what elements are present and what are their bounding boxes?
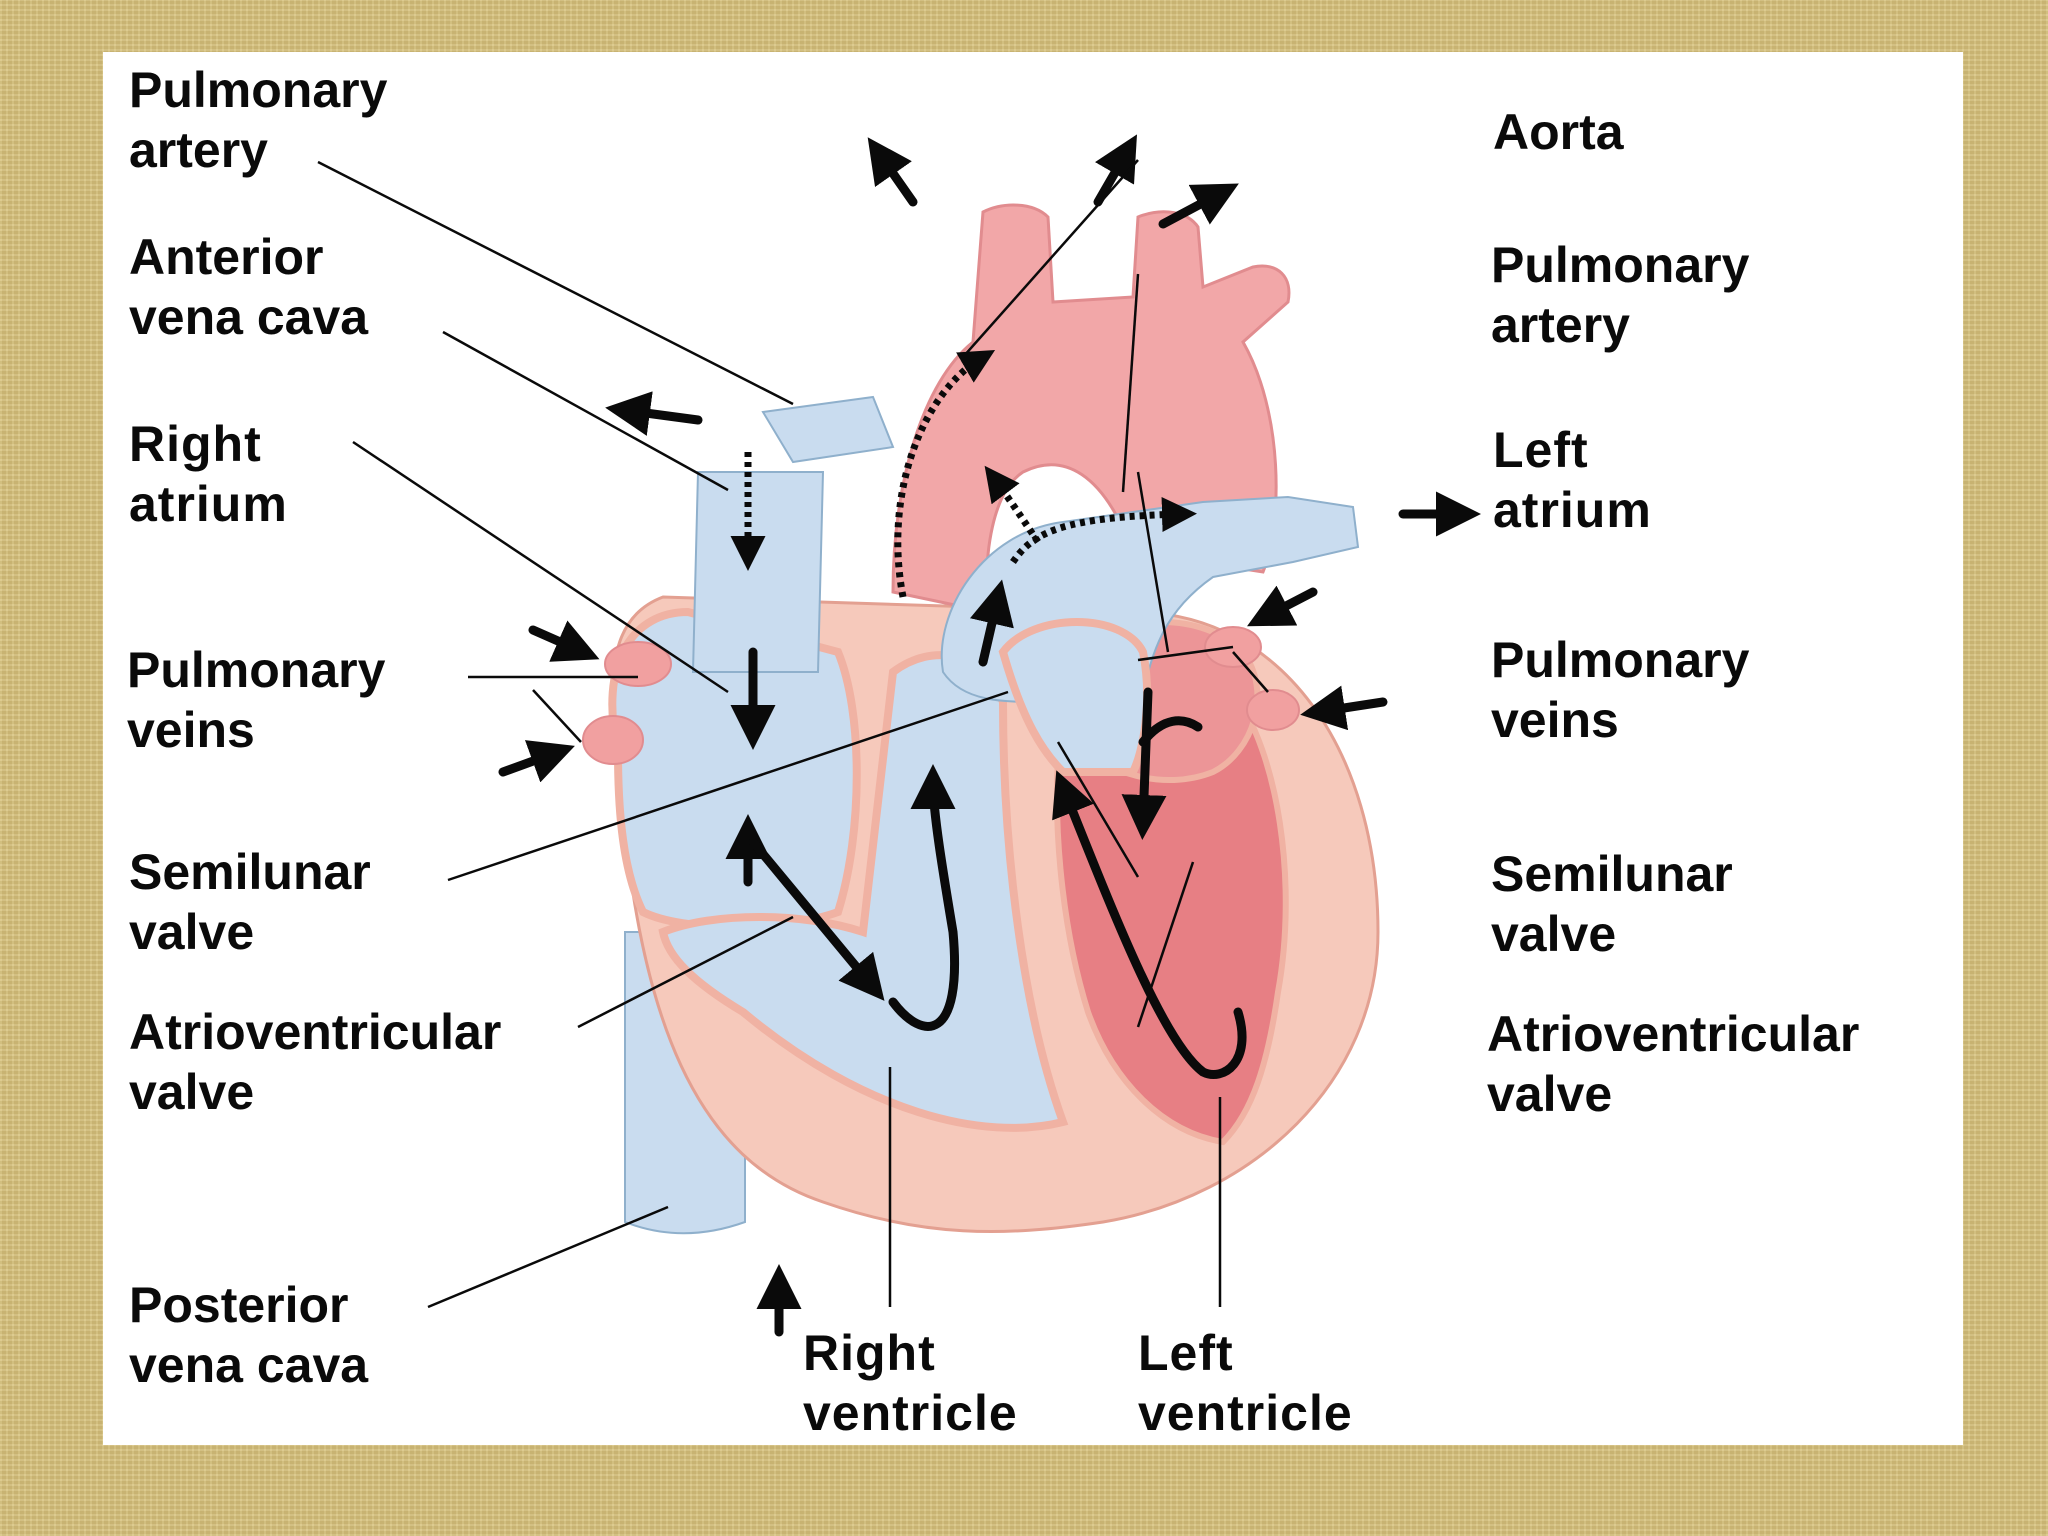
leader-line	[1232, 651, 1269, 693]
label-line: Pulmonary	[1491, 237, 1750, 293]
pulmonary-vein-right-lower-shape	[1246, 689, 1300, 731]
label-pulmonary-artery-left: Pulmonary artery	[129, 60, 387, 180]
flow-arrow	[748, 837, 885, 1001]
leader-line	[1137, 645, 1234, 662]
label-line: Right	[129, 416, 262, 472]
flow-arrow	[605, 391, 703, 436]
label-line: Right	[803, 1325, 936, 1381]
flow-arrow	[1300, 685, 1388, 731]
leader-line	[1136, 471, 1170, 653]
label-line: vena cava	[129, 1337, 369, 1393]
label-pulmonary-artery-right: Pulmonary artery	[1491, 235, 1749, 355]
label-right-atrium: Right atrium	[129, 414, 288, 534]
label-line: ventricle	[1138, 1385, 1353, 1441]
pulmonary-vein-left-lower-shape	[582, 715, 644, 765]
label-atrioventricular-valve-right: Atrioventricular valve	[1487, 1004, 1859, 1124]
label-right-ventricle: Right ventricle	[803, 1323, 1018, 1443]
label-line: Semilunar	[129, 844, 371, 900]
label-line: atrium	[1493, 482, 1652, 538]
label-anterior-vena-cava: Anterior vena cava	[129, 227, 368, 347]
flow-arrow	[1138, 716, 1203, 747]
blood-flow-arrows	[498, 134, 1481, 1337]
flow-arrow	[970, 579, 1014, 667]
label-line: Pulmonary	[1491, 632, 1750, 688]
flow-arrow	[888, 764, 959, 1031]
label-aorta: Aorta	[1493, 102, 1624, 162]
label-line: Semilunar	[1491, 846, 1733, 902]
flow-arrow	[1247, 585, 1318, 627]
label-line: valve	[129, 904, 255, 960]
flow-arrow	[528, 620, 600, 662]
leader-line	[962, 159, 1139, 358]
label-line: veins	[1491, 692, 1619, 748]
label-line: veins	[127, 702, 255, 758]
leader-line	[1056, 741, 1140, 878]
leader-line	[317, 160, 794, 406]
label-line: Left	[1138, 1325, 1234, 1381]
label-line: Posterior	[129, 1277, 349, 1333]
pulmonary-artery-left-branch-shape	[761, 395, 895, 464]
leader-line	[352, 440, 729, 694]
leader-line	[577, 915, 794, 1029]
label-semilunar-valve-right: Semilunar valve	[1491, 844, 1733, 964]
label-line: Aorta	[1493, 104, 1624, 160]
label-line: vena cava	[129, 289, 369, 345]
leader-lines	[317, 159, 1269, 1309]
flow-arrow	[498, 740, 575, 783]
leader-line	[1121, 273, 1140, 493]
diagram-panel: Pulmonary artery Anterior vena cava Righ…	[103, 52, 1963, 1445]
label-line: Anterior	[129, 229, 324, 285]
label-posterior-vena-cava: Posterior vena cava	[129, 1275, 368, 1395]
dotted-flow-arrow	[984, 465, 1041, 544]
label-line: Left	[1493, 422, 1589, 478]
label-line: ventricle	[803, 1385, 1018, 1441]
right-atrium-shape	[608, 607, 861, 931]
flow-arrow	[1093, 134, 1137, 207]
label-semilunar-valve-left: Semilunar valve	[129, 842, 371, 962]
label-line: valve	[129, 1064, 255, 1120]
flow-arrow	[1121, 687, 1167, 840]
leader-line	[442, 330, 729, 492]
heart-diagram	[317, 134, 1481, 1337]
label-line: artery	[1491, 297, 1630, 353]
label-line: Pulmonary	[129, 62, 388, 118]
label-line: Atrioventricular	[129, 1004, 502, 1060]
flow-arrow	[867, 137, 918, 207]
leader-line	[447, 690, 1009, 882]
right-ventricle-shape	[658, 651, 1069, 1132]
label-line: artery	[129, 122, 268, 178]
label-line: Pulmonary	[127, 642, 386, 698]
label-pulmonary-veins-left: Pulmonary veins	[127, 640, 385, 760]
label-left-ventricle: Left ventricle	[1138, 1323, 1353, 1443]
label-left-atrium: Left atrium	[1493, 420, 1652, 540]
label-pulmonary-veins-right: Pulmonary veins	[1491, 630, 1749, 750]
label-atrioventricular-valve-left: Atrioventricular valve	[129, 1002, 501, 1122]
label-line: atrium	[129, 476, 288, 532]
dotted-flow-arrow	[894, 349, 996, 598]
label-line: valve	[1487, 1066, 1613, 1122]
anterior-vena-cava-shape	[691, 471, 825, 673]
pulmonary-vein-left-upper-shape	[604, 641, 672, 687]
label-line: Atrioventricular	[1487, 1006, 1860, 1062]
flow-arrow	[1158, 183, 1239, 229]
flow-arrow	[1052, 770, 1247, 1079]
leader-line	[1136, 861, 1195, 1028]
leader-line	[427, 1205, 669, 1309]
leader-line	[532, 689, 582, 743]
label-line: valve	[1491, 906, 1617, 962]
